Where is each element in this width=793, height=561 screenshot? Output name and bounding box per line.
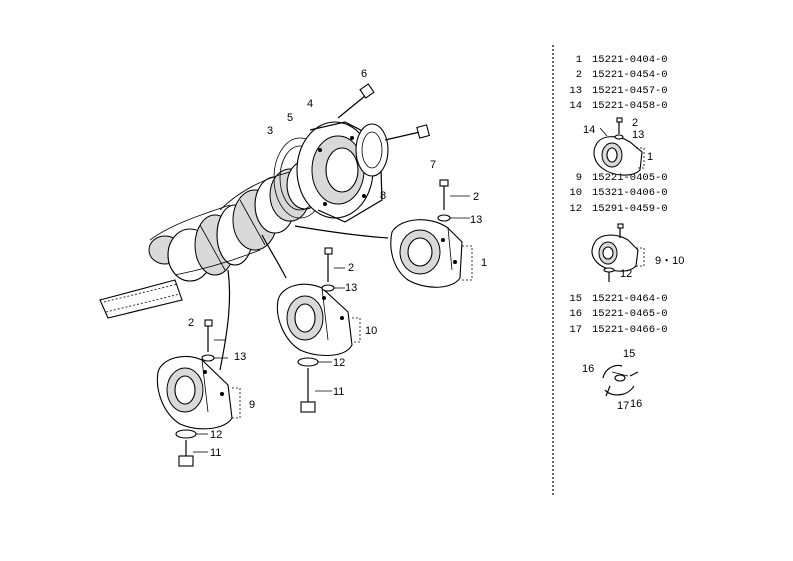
- balancer-weight-10: [276, 247, 361, 413]
- part-code: 15221-0465-0: [592, 308, 668, 321]
- callout-13-weight1: 13: [470, 214, 482, 226]
- callout-2-weight10: 2: [348, 262, 354, 274]
- callout-11-weight10: 11: [333, 386, 344, 398]
- thumb-a-callout-13: 13: [632, 129, 644, 141]
- part-code: 15221-0458-0: [592, 99, 668, 112]
- parts-row: 9 15221-0405-0: [566, 171, 776, 186]
- thumbnail-weight-1: 14 2 13 1: [583, 117, 653, 176]
- part-number: 12: [569, 202, 582, 215]
- part-code: 15221-0457-0: [592, 84, 668, 97]
- thumb-a-callout-1: 1: [647, 151, 653, 163]
- thumb-c-callout-15: 15: [623, 348, 635, 360]
- parts-row: 2 15221-0454-0: [566, 68, 776, 83]
- callout-2-weight9: 2: [188, 317, 194, 329]
- leader-line-crank-9: [219, 269, 231, 371]
- callout-6: 6: [361, 68, 367, 80]
- parts-row: 16 15221-0465-0: [566, 307, 776, 322]
- part-code: 15291-0459-0: [592, 202, 668, 215]
- part-number: 2: [575, 69, 582, 82]
- callout-11-weight9: 11: [210, 447, 221, 459]
- part-number: 15: [569, 293, 582, 305]
- parts-row: 13 15221-0457-0: [566, 84, 776, 99]
- part-number: 14: [569, 99, 582, 112]
- thumb-b-callout-12: 12: [620, 268, 632, 280]
- part-number: 17: [569, 323, 582, 336]
- bearing-housing-assembly: [273, 83, 431, 223]
- thumb-b-callout-9-10: 9・10: [655, 255, 684, 267]
- parts-list-group-c: 15 15221-0464-0 16 15221-0465-0 17 15221-04…: [566, 292, 776, 338]
- leader-line-crank-10: [261, 234, 287, 279]
- part-number: 1: [575, 54, 582, 66]
- part-code: 15221-0404-0: [592, 54, 668, 66]
- leader-line-crank-1: [294, 225, 389, 239]
- parts-list-group-a: 1 15221-0404-0 2 15221-0454-0 13 15221-0457…: [566, 53, 776, 114]
- parts-row: 1 15221-0404-0: [566, 53, 776, 68]
- thumb-c-callout-16-right: 16: [630, 398, 642, 410]
- part-number: 9: [575, 172, 582, 184]
- thumbnail-seal-parts: 15 16 17 16: [582, 348, 642, 412]
- thumb-a-callout-14: 14: [583, 124, 595, 136]
- part-code: 15321-0406-0: [592, 187, 668, 200]
- thumb-c-callout-17: 17: [617, 400, 629, 412]
- thumb-a-callout-2: 2: [632, 117, 638, 129]
- callout-12-weight10: 12: [333, 357, 345, 369]
- parts-row: 14 15221-0458-0: [566, 99, 776, 114]
- part-number: 10: [569, 187, 582, 200]
- balancer-weight-9: [156, 319, 241, 467]
- parts-row: 10 15321-0406-0: [566, 186, 776, 201]
- thumbnail-weight-9-10: 12 9・10: [591, 223, 684, 282]
- callout-9: 9: [249, 399, 255, 411]
- part-code: 15221-0454-0: [592, 69, 668, 82]
- part-code: 15221-0466-0: [592, 323, 668, 336]
- balancer-weight-1: [390, 179, 473, 288]
- part-number: 13: [569, 84, 582, 97]
- parts-row: 17 15221-0466-0: [566, 323, 776, 338]
- callout-2-weight1: 2: [473, 191, 479, 203]
- callout-3: 3: [267, 125, 273, 137]
- callout-13-weight10: 13: [345, 282, 357, 294]
- part-number: 16: [569, 308, 582, 321]
- part-code: 15221-0464-0: [592, 293, 668, 305]
- callout-12-weight9: 12: [210, 429, 222, 441]
- thumb-c-callout-16-left: 16: [582, 363, 594, 375]
- callout-7: 7: [430, 159, 436, 171]
- callout-13-weight9: 13: [234, 351, 246, 363]
- parts-row: 15 15221-0464-0: [566, 292, 776, 307]
- callout-10: 10: [365, 325, 377, 337]
- part-code: 15221-0405-0: [592, 172, 668, 184]
- callout-1: 1: [481, 257, 487, 269]
- callout-8: 8: [380, 190, 386, 202]
- callout-5: 5: [287, 112, 293, 124]
- callout-4: 4: [307, 98, 313, 110]
- parts-row: 12 15291-0459-0: [566, 202, 776, 217]
- main-callout-labels: 6 4 5 3 7 8 2 13 1 2 13 10 12 11 2 13 9 …: [188, 68, 487, 459]
- parts-list-group-b: 9 15221-0405-0 10 15321-0406-0 12 15291-045…: [566, 171, 776, 217]
